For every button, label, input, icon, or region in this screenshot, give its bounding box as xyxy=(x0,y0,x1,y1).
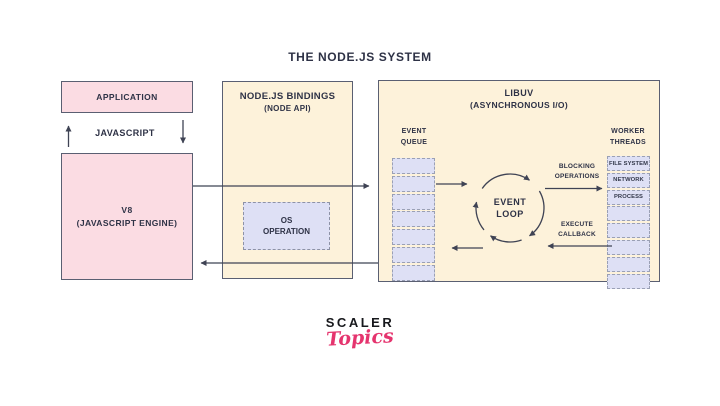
worker-slot xyxy=(607,223,650,239)
event-loop-label-line1: EVENT xyxy=(493,197,527,207)
event-queue-label-line1: EVENT xyxy=(401,128,427,135)
queue-slot xyxy=(392,264,435,281)
os-operation-line1: OS xyxy=(280,216,293,225)
event-queue-label-line2: QUEUE xyxy=(400,138,428,146)
execute-callback-label: EXECUTE CALLBACK xyxy=(542,220,612,240)
event-queue-stack xyxy=(392,158,435,283)
worker-threads-label-line1: WORKER xyxy=(611,128,645,135)
v8-box: V8 (JAVASCRIPT ENGINE) xyxy=(61,153,193,280)
worker-slot: NETWORK xyxy=(607,172,650,188)
libuv-label-line1: LIBUV xyxy=(504,88,534,98)
application-box: APPLICATION xyxy=(61,81,193,113)
event-loop-label: EVENT LOOP xyxy=(480,197,540,219)
blocking-operations-line1: BLOCKING xyxy=(558,163,596,170)
worker-slot xyxy=(607,206,650,222)
execute-callback-line1: EXECUTE xyxy=(560,221,594,228)
queue-slot xyxy=(392,158,435,174)
blocking-operations-line2: OPERATIONS xyxy=(554,172,600,180)
queue-slot xyxy=(392,193,435,210)
libuv-label-line2: (ASYNCHRONOUS I/O) xyxy=(470,100,568,110)
javascript-label: JAVASCRIPT xyxy=(95,128,155,138)
event-queue-label: EVENT QUEUE xyxy=(390,127,438,149)
blocking-operations-label: BLOCKING OPERATIONS xyxy=(542,162,612,182)
queue-slot xyxy=(392,246,435,263)
bindings-label-line1: NODE.JS BINDINGS xyxy=(239,91,336,102)
worker-slot: FILE SYSTEM xyxy=(607,156,650,171)
diagram-title: THE NODE.JS SYSTEM xyxy=(288,50,432,64)
application-label: APPLICATION xyxy=(96,92,158,102)
os-operation-box: OS OPERATION xyxy=(243,202,330,250)
worker-slot xyxy=(607,256,650,272)
worker-slot xyxy=(607,239,650,255)
bindings-label-line2: (NODE API) xyxy=(264,104,311,113)
worker-slot xyxy=(607,273,650,289)
queue-slot xyxy=(392,175,435,192)
queue-slot xyxy=(392,229,435,246)
execute-callback-line2: CALLBACK xyxy=(558,230,596,238)
os-operation-line2: OPERATION xyxy=(263,227,310,236)
queue-slot xyxy=(392,211,435,228)
scaler-logo-text: SCALER xyxy=(325,315,395,330)
worker-slot: PROCESS xyxy=(607,189,650,205)
v8-label-line1: V8 xyxy=(121,205,133,215)
worker-threads-label-line2: THREADS xyxy=(610,138,646,146)
event-loop-label-line2: LOOP xyxy=(496,209,524,219)
worker-threads-label: WORKER THREADS xyxy=(600,127,656,149)
libuv-header: LIBUV (ASYNCHRONOUS I/O) xyxy=(419,88,619,110)
v8-label-line2: (JAVASCRIPT ENGINE) xyxy=(76,218,178,228)
